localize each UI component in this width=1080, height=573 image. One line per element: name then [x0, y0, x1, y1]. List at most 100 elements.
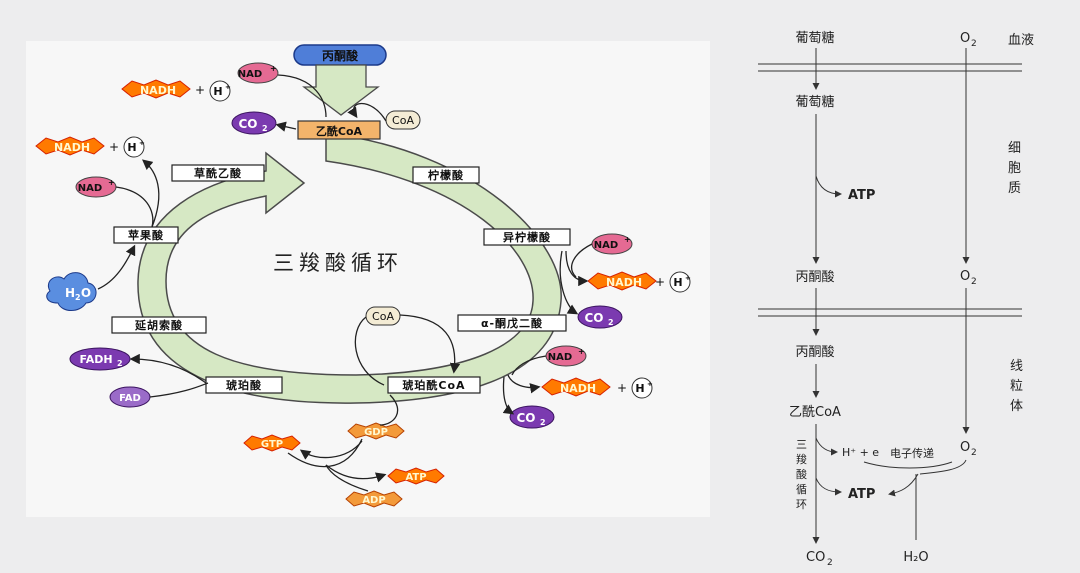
coa-mid-arrow	[399, 314, 461, 374]
co2-sub-right1: 2	[608, 318, 614, 327]
succinyl-coa-label: 琥珀酰CoA	[402, 378, 465, 392]
region-blood: 血液	[1008, 33, 1034, 48]
nad-sup-left: +	[108, 178, 115, 187]
atp-cyto: ATP	[848, 188, 875, 203]
succinate-box	[205, 376, 283, 394]
gtp-label: GTP	[261, 439, 283, 450]
plus-right1: +	[655, 275, 665, 289]
plus-top: +	[195, 83, 205, 97]
o2-blood-sub: 2	[971, 39, 977, 49]
nad-bubble-top	[237, 62, 279, 84]
isocitrate-box	[483, 228, 571, 246]
h-sup-left: +	[139, 139, 145, 147]
adp-label: ADP	[362, 495, 385, 506]
h-plus-e: H⁺ + e	[842, 446, 879, 459]
fadh2-sub: 2	[117, 359, 123, 368]
fad-arrow	[149, 382, 209, 398]
citrate-label: 柠檬酸	[428, 168, 464, 182]
co2-label-right2: CO	[516, 411, 535, 425]
coa-label-top: CoA	[392, 114, 414, 127]
pathway-diagram: 血液 细 胞 质 线 粒 体 葡萄糖 葡萄糖 ATP 丙酮酸 丙酮酸 乙酰CoA…	[758, 30, 1034, 568]
succinyl-coa-box	[387, 376, 481, 394]
nad-left-arrow	[115, 186, 154, 228]
nadh-right1-arrow	[565, 250, 589, 287]
h-label-right2: H	[635, 382, 644, 395]
gdp-burst	[347, 422, 405, 440]
tca-v-2: 羧	[796, 452, 807, 466]
coa-mid-loop	[354, 316, 385, 386]
cycle-title: 三羧酸循环	[273, 251, 403, 275]
plus-left: +	[109, 140, 119, 154]
nad-label-right1: NAD	[594, 240, 618, 251]
nadh-label-left: NADH	[54, 141, 90, 154]
h2o-h: H	[65, 286, 75, 300]
co2-right2-arrow	[502, 376, 515, 415]
atp-mito: ATP	[848, 487, 875, 502]
h-sup-right1: +	[685, 274, 691, 282]
o2-cyto-sub: 2	[971, 277, 977, 287]
gtp-return	[287, 438, 363, 468]
malate-label: 苹果酸	[128, 228, 164, 242]
nad-label-right2: NAD	[548, 352, 572, 363]
glucose-blood: 葡萄糖	[795, 30, 834, 46]
adp-burst	[345, 490, 403, 508]
region-mito-1: 线	[1010, 359, 1023, 374]
acetyl-coa-mito: 乙酰CoA	[789, 405, 841, 420]
h-circle-left	[123, 136, 145, 158]
arrow-h-e	[815, 437, 838, 456]
co2-bubble-right1	[577, 305, 623, 329]
nadh-label-right1: NADH	[606, 276, 642, 289]
gtp-burst	[243, 434, 301, 452]
oxaloacetate-box	[171, 164, 265, 182]
h2o-blob	[46, 272, 97, 311]
h-label-top: H	[213, 85, 222, 98]
co2-sub-right2: 2	[540, 418, 546, 427]
atp-label: ATP	[405, 472, 426, 483]
nadh-burst-top	[121, 79, 191, 99]
isocitrate-label: 异柠檬酸	[503, 230, 551, 244]
h-label-left: H	[127, 141, 136, 154]
nad-label-left: NAD	[78, 183, 102, 194]
region-mito-3: 体	[1010, 399, 1023, 414]
coa-bubble-mid	[365, 306, 401, 326]
h-label-right1: H	[673, 276, 682, 289]
tca-v-4: 循	[796, 483, 807, 496]
h-circle-right2	[631, 377, 653, 399]
region-cyto-1: 细	[1008, 141, 1021, 156]
electron-transport: 电子传递	[890, 446, 934, 460]
o2-blood: O	[960, 31, 970, 46]
o2-mito-sub: 2	[971, 448, 977, 458]
arrow-atp-mito	[815, 477, 842, 496]
co2-right1-arrow	[559, 250, 579, 315]
region-cyto-3: 质	[1008, 181, 1021, 196]
co2-label-top: CO	[238, 117, 257, 131]
h-circle-top	[209, 80, 231, 102]
coa-top-arrow	[347, 103, 387, 122]
h-sup-top: +	[225, 83, 231, 91]
h2o-sub: 2	[75, 293, 81, 302]
fadh2-label: FADH	[79, 353, 112, 366]
fumarate-label: 延胡索酸	[134, 318, 183, 332]
gdp-link	[379, 394, 399, 426]
svg-text:O: O	[960, 269, 970, 284]
nadh-label-top: NADH	[140, 84, 176, 97]
nadh-right2-arrow	[507, 374, 541, 394]
fad-label: FAD	[119, 393, 141, 404]
succinate-label: 琥珀酸	[226, 378, 262, 392]
arrow-to-atp	[888, 473, 919, 497]
svg-text:O: O	[960, 440, 970, 455]
co2-sub-top: 2	[262, 124, 268, 133]
nad-right2-arrow	[511, 355, 547, 376]
glucose-cyto: 葡萄糖	[795, 94, 834, 110]
pyruvate-cyto: 丙酮酸	[795, 270, 834, 285]
fadh2-arrow	[129, 353, 207, 384]
nad-sup-right2: +	[578, 347, 585, 356]
acetyl-coa-label: 乙酰CoA	[316, 124, 363, 138]
tca-v-3: 酸	[796, 467, 807, 481]
arrow-atp-cyto	[815, 175, 842, 198]
h-circle-right1	[669, 271, 691, 293]
fumarate-box	[111, 316, 207, 334]
citrate-box	[412, 166, 480, 184]
region-cyto-2: 胞	[1008, 161, 1021, 176]
nad-top-arrow	[277, 74, 327, 118]
